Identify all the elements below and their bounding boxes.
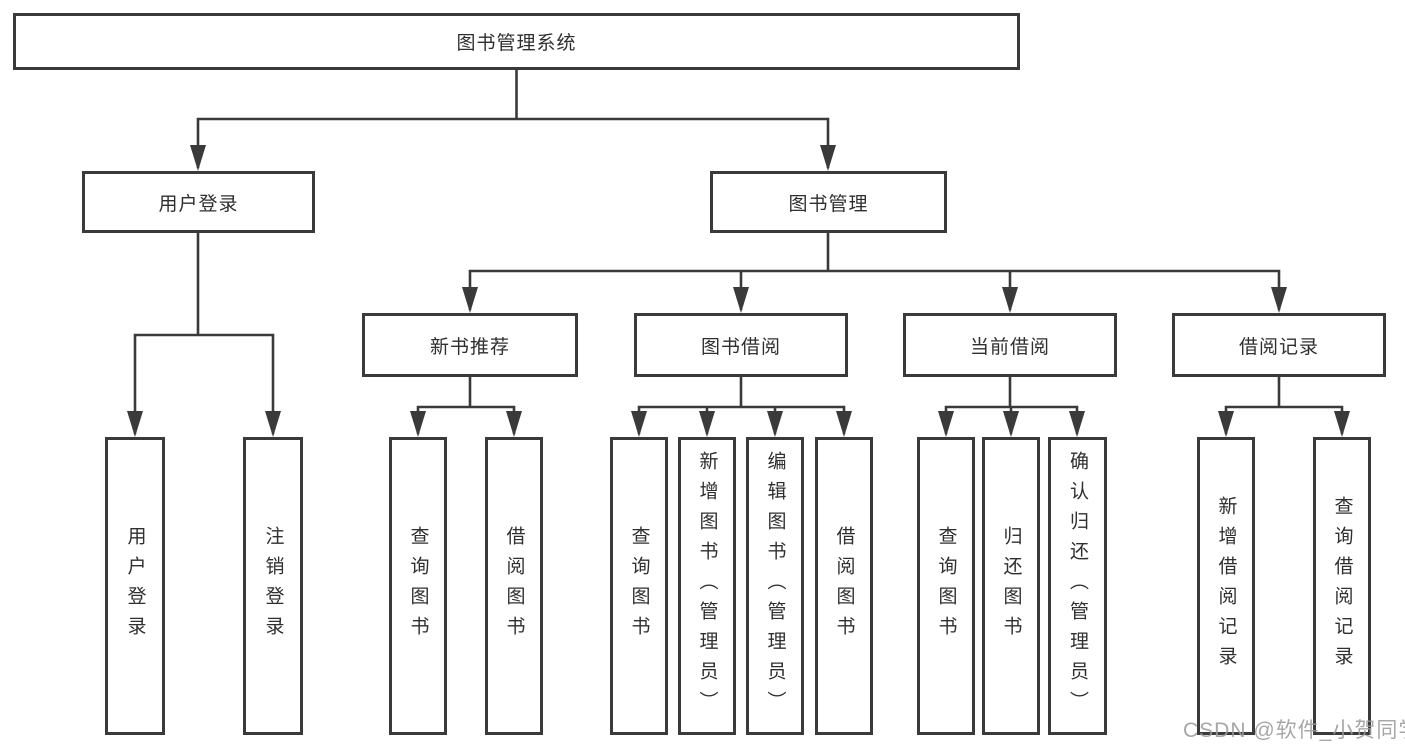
node-label: 注销登录 [262,526,284,646]
node-label: 确认归还（管理员） [1067,451,1088,721]
node-new-book-recommend: 新书推荐 [362,313,578,377]
leaf-edit-books-admin: 编辑图书（管理员） [746,437,804,735]
leaf-return-books: 归还图书 [982,437,1040,735]
node-current-borrow: 当前借阅 [903,313,1117,377]
leaf-add-borrow-record: 新增借阅记录 [1197,437,1255,735]
leaf-query-books-1: 查询图书 [389,437,447,735]
leaf-borrow-books-2: 借阅图书 [815,437,873,735]
node-label: 归还图书 [1000,526,1022,646]
csdn-watermark: CSDN @软件_小贺同学 [1183,719,1405,742]
node-label: 查询图书 [628,526,650,646]
node-borrow-records: 借阅记录 [1172,313,1386,377]
node-library-management-system: 图书管理系统 [13,13,1020,70]
leaf-borrow-books-1: 借阅图书 [485,437,543,735]
node-label: 新增借阅记录 [1215,496,1237,676]
node-label: 图书借阅 [700,336,781,358]
node-label: 用户登录 [124,526,146,646]
leaf-query-books-2: 查询图书 [610,437,668,735]
node-label: 编辑图书（管理员） [764,451,786,721]
node-label: 查询图书 [407,526,429,646]
node-label: 查询借阅记录 [1331,496,1353,676]
leaf-logout: 注销登录 [243,437,303,735]
node-label: 借阅记录 [1238,336,1319,358]
node-label: 新书推荐 [429,336,510,358]
node-user-login: 用户登录 [82,171,315,233]
leaf-user-login: 用户登录 [105,437,165,735]
node-label: 新增图书（管理员） [696,451,718,721]
node-book-management: 图书管理 [710,171,947,233]
node-book-borrow: 图书借阅 [634,313,848,377]
node-label: 查询图书 [935,526,957,646]
node-label: 图书管理系统 [456,33,577,54]
leaf-confirm-return-admin: 确认归还（管理员） [1048,437,1107,735]
leaf-add-books-admin: 新增图书（管理员） [678,437,736,735]
node-label: 借阅图书 [503,526,525,646]
node-label: 图书管理 [788,193,869,215]
node-label: 用户登录 [158,193,239,215]
leaf-query-books-3: 查询图书 [917,437,975,735]
leaf-query-borrow-record: 查询借阅记录 [1313,437,1371,735]
node-label: 当前借阅 [969,336,1050,358]
node-label: 借阅图书 [833,526,855,646]
